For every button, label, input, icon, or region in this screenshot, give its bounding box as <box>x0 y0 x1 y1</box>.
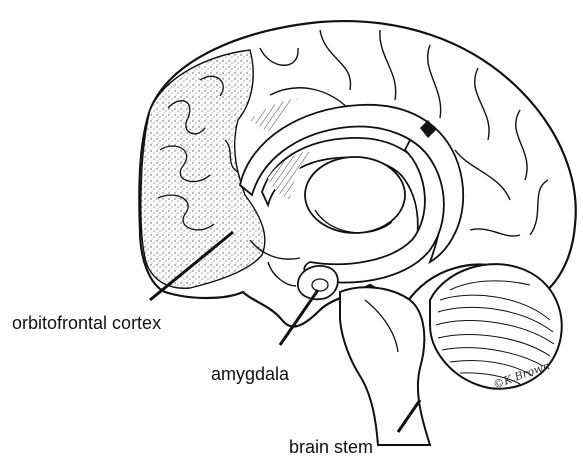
thalamus <box>305 157 405 233</box>
svg-text:©K.Brown: ©K.Brown <box>492 359 552 388</box>
label-brain-stem: brain stem <box>289 437 373 457</box>
artist-signature: ©K.Brown <box>488 358 558 388</box>
label-orbitofrontal-cortex: orbitofrontal cortex <box>12 313 161 333</box>
label-amygdala: amygdala <box>211 364 289 384</box>
brain-stem-shape <box>340 287 430 445</box>
amygdala-region <box>298 266 338 299</box>
